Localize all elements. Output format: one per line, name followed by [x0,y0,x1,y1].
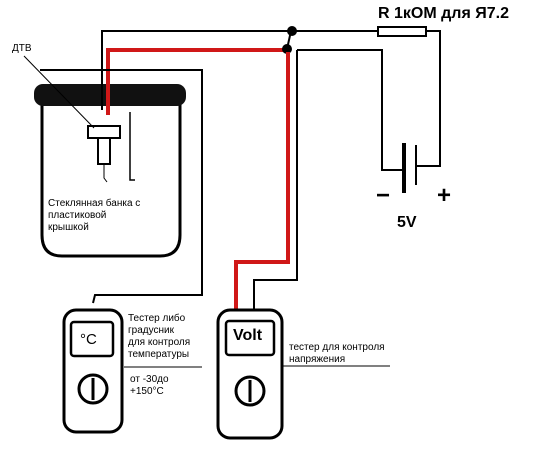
sensor-pin-left [103,164,108,183]
wire-volt-black [253,50,298,312]
sensor-body [87,125,121,139]
junction-dot-top [287,26,297,36]
glass-jar [40,100,182,258]
resistor-label: R 1кОМ для Я7.2 [378,5,509,22]
temp-tester-label: Тестер либо градусник для контроля темпе… [128,313,191,360]
voltage-label: 5V [397,214,417,231]
sensor-leader [23,55,95,129]
battery-minus-sign: − [376,182,391,209]
wire-temp-tester [40,69,203,304]
volt-tester-label: тестер для контроля напряжения [289,342,385,365]
temp-tester-display [69,320,115,358]
sensor-label: ДТВ [12,43,32,54]
temp-display-reading: °С [80,331,97,348]
resistor [377,26,427,37]
sensor-pin-right [129,112,135,181]
junction-dot-lower [282,44,292,54]
sensor-stem [97,137,111,165]
wire-top-red [106,48,288,115]
volt-display-reading: Volt [233,327,263,344]
volt-tester-display [224,319,276,357]
wire-resistor-to-plus [416,30,441,167]
wire-volt-red [234,52,290,314]
battery-plus-sign: + [437,182,452,209]
wire-ground [297,49,404,171]
jar-label: Стеклянная банка с пластиковой крышкой [48,198,141,233]
temp-range-label: от -30до +150°С [130,374,169,397]
